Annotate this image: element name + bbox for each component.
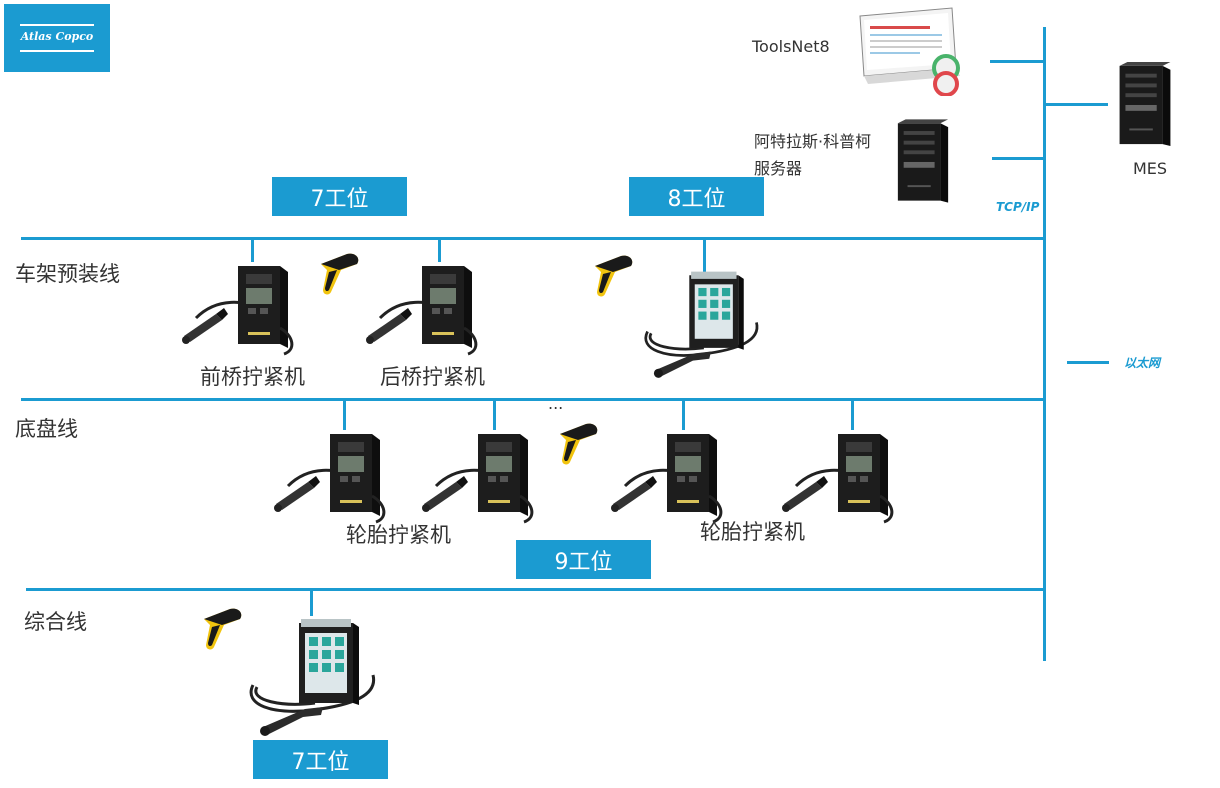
drop-front-axle — [251, 238, 254, 262]
chassis-line-bus — [21, 398, 1046, 401]
general-line-label: 综合线 — [24, 610, 87, 634]
drop-chassis-2 — [493, 400, 496, 430]
chassis-line-label: 底盘线 — [15, 417, 78, 441]
server-label-line1: 阿特拉斯·科普柯 — [754, 132, 872, 151]
ethernet-backbone — [1043, 27, 1046, 661]
tcpip-label: TCP/IP — [996, 200, 1040, 214]
rear-axle-tool-label: 后桥拧紧机 — [380, 365, 485, 389]
drop-chassis-3 — [682, 400, 685, 430]
station-badge-8-text: 8工位 — [667, 186, 726, 212]
toolsnet-monitor-icon — [859, 7, 960, 96]
drop-station8 — [703, 238, 706, 272]
front-axle-controller-icon — [176, 258, 306, 358]
ethernet-label: 以太网 — [1124, 356, 1161, 370]
barcode-scanner-icon — [556, 418, 606, 468]
station-badge-8: 8工位 — [629, 177, 764, 216]
front-axle-tool-label: 前桥拧紧机 — [200, 365, 305, 389]
tire-controller-3-icon — [605, 426, 735, 526]
server-label-line2: 服务器 — [754, 159, 803, 178]
logo-text: Atlas Copco — [20, 30, 94, 43]
toolsnet-label: ToolsNet8 — [752, 37, 830, 56]
mes-link — [1046, 103, 1108, 106]
station-badge-7-top: 7工位 — [272, 177, 407, 216]
atlas-copco-logo: Atlas Copco — [4, 4, 110, 72]
touchscreen-controller-icon — [238, 615, 388, 745]
tire-tool-label-1: 轮胎拧紧机 — [346, 523, 451, 547]
frame-line-bus — [21, 237, 1046, 240]
general-line-bus — [26, 588, 1046, 591]
tire-controller-4-icon — [776, 426, 906, 526]
station-badge-9-text: 9工位 — [554, 549, 613, 575]
toolsnet-link — [990, 60, 1046, 63]
station-badge-7-bottom-text: 7工位 — [291, 749, 350, 775]
mes-tower-icon — [1114, 60, 1176, 148]
frame-line-label: 车架预装线 — [15, 262, 120, 286]
drop-general — [310, 590, 313, 616]
drop-chassis-1 — [343, 400, 346, 430]
station-badge-7-top-text: 7工位 — [310, 186, 369, 212]
tire-controller-2-icon — [416, 426, 546, 526]
logo-bar-bottom — [20, 50, 94, 52]
server-tower-icon — [894, 116, 952, 206]
rear-axle-controller-icon — [360, 258, 490, 358]
ellipsis-text: ... — [548, 394, 564, 413]
tire-controller-1-icon — [268, 426, 398, 526]
station-badge-7-bottom: 7工位 — [253, 740, 388, 779]
mes-label: MES — [1133, 159, 1168, 178]
touchscreen-controller-icon — [632, 268, 772, 386]
drop-chassis-4 — [851, 400, 854, 430]
ethernet-legend-line — [1067, 361, 1109, 364]
server-link — [992, 157, 1046, 160]
station-badge-9: 9工位 — [516, 540, 651, 579]
tire-tool-label-2: 轮胎拧紧机 — [700, 520, 805, 544]
drop-rear-axle — [438, 238, 441, 262]
logo-bar-top — [20, 24, 94, 26]
